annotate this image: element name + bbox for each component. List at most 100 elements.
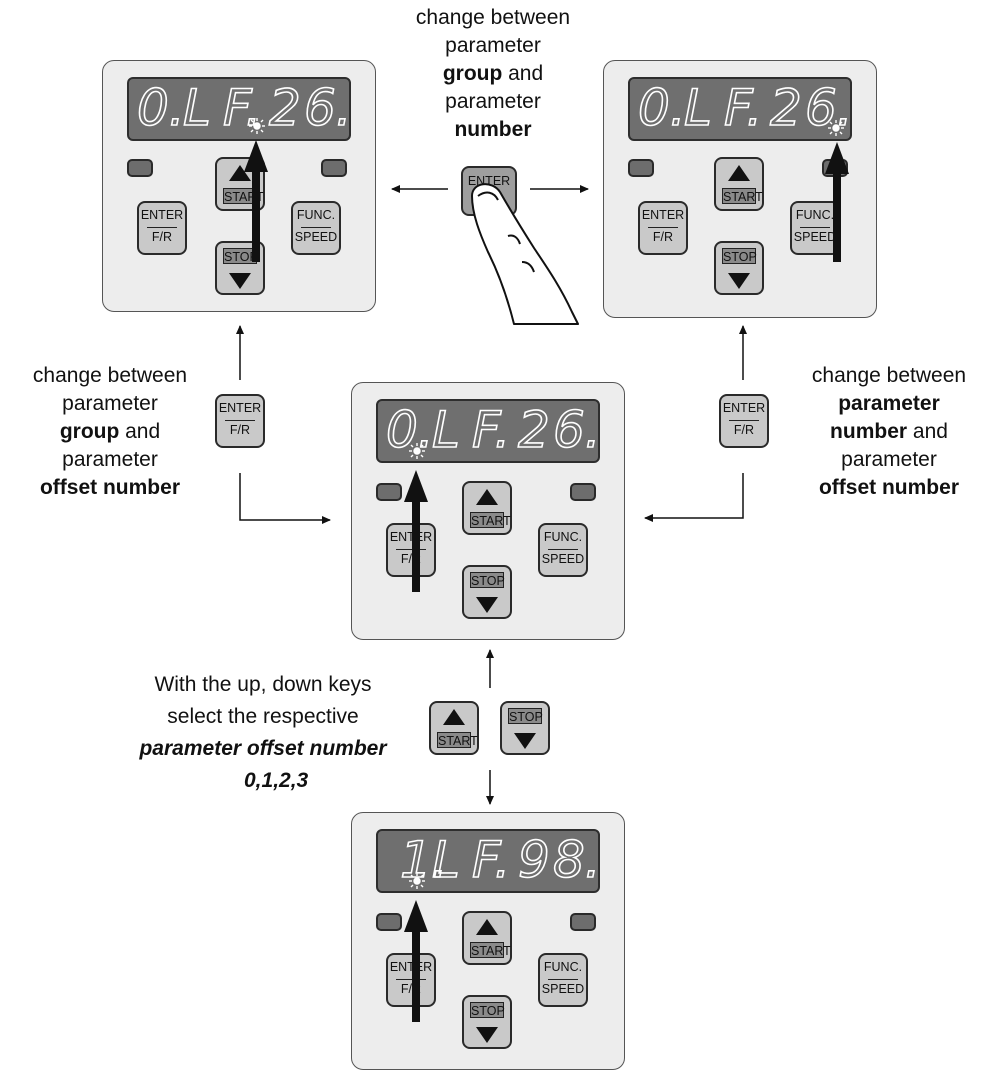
stop-key-label: STOP [722,248,757,264]
start-up-key[interactable]: START [714,157,764,211]
func-speed-key[interactable]: FUNC. SPEED [538,523,588,577]
display-digit: F. [471,401,511,459]
display-digit: 8. [552,831,601,889]
blink-sun-icon [409,443,425,459]
func-key-label: FUNC. [795,208,835,222]
func-key-label: FUNC. [543,960,583,974]
fr-key-label: F/R [652,230,674,244]
start-key-label: START [437,732,478,748]
led-display: 1. L F. 9 8. [376,829,602,893]
cursor-arrow-bottom [404,900,428,1022]
display-digit: L [431,831,460,889]
display-digit: 0. [136,79,185,137]
status-led-right [321,159,347,177]
finger-icon [471,183,579,325]
enter-key-label: ENTER [389,530,433,544]
display-digit: L [182,79,211,137]
start-key-label: START [722,188,763,204]
display-digit: L [683,79,712,137]
up-arrow-icon [476,919,498,935]
cursor-arrow-middle [404,470,428,592]
stop-key-label: STOP [508,708,543,724]
enter-fr-key[interactable]: ENTER F/R [638,201,688,255]
stop-down-key[interactable]: STOP [462,565,512,619]
blink-sun-icon [409,873,425,889]
led-display: 0. L F. 2 6. [628,77,854,141]
display-digit: 0. [637,79,686,137]
label-group-offset: change between parameter group and param… [32,364,188,499]
down-arrow-icon [476,1027,498,1043]
enter-key-label: ENTER [641,208,685,222]
enter-fr-key[interactable]: ENTER F/R [386,953,436,1007]
speed-key-label: SPEED [294,230,338,244]
func-key-label: FUNC. [543,530,583,544]
arrow-left-to-middle-panel [239,473,331,524]
up-arrow-icon [443,709,465,725]
start-key-label: START [470,512,511,528]
stop-key-label: STOP [223,248,258,264]
display-digit: 6. [804,79,853,137]
led-display: 0. L F. 2 6. [376,399,602,463]
blink-sun-icon [828,120,844,136]
label-select-offset: With the up, down keys select the respec… [139,673,387,792]
func-speed-key[interactable]: FUNC. SPEED [790,201,840,255]
down-arrow-icon [229,273,251,289]
down-arrow-icon [476,597,498,613]
down-arrow-icon [728,273,750,289]
label-number-offset: change between parameter number and para… [811,364,967,499]
enter-key-label: ENTER [218,401,262,415]
enter-key-label: ENTER [140,208,184,222]
display-digit: 6. [552,401,601,459]
fr-key-label: F/R [229,423,251,437]
blink-sun-icon [249,118,265,134]
enter-fr-key-left[interactable]: ENTER F/R [215,394,265,448]
label-group-number: change between parameter group and param… [415,6,571,141]
display-digit: L [431,401,460,459]
status-led-right [570,483,596,501]
status-led-left [628,159,654,177]
func-key-label: FUNC. [296,208,336,222]
func-speed-key[interactable]: FUNC. SPEED [538,953,588,1007]
stop-down-key[interactable]: STOP [215,241,265,295]
display-digit: 2 [517,401,550,459]
display-digit: 2 [268,79,301,137]
start-up-key[interactable]: START [462,481,512,535]
status-led-left [127,159,153,177]
display-digit: F. [471,831,511,889]
start-up-key-standalone[interactable]: START [429,701,479,755]
func-speed-key[interactable]: FUNC. SPEED [291,201,341,255]
up-arrow-icon [476,489,498,505]
enter-key-label: ENTER [389,960,433,974]
down-arrow-icon [514,733,536,749]
speed-key-label: SPEED [541,552,585,566]
start-key-label: START [470,942,511,958]
status-led-left [376,913,402,931]
enter-fr-key[interactable]: ENTER F/R [137,201,187,255]
display-digit: 2 [769,79,802,137]
keypad-panel-bottom: 1. L F. 9 8. START ENTER F/R FUNC. SPEED… [351,812,625,1070]
stop-key-label: STOP [470,1002,505,1018]
speed-key-label: SPEED [541,982,585,996]
status-led-left [376,483,402,501]
fr-key-label: F/R [733,423,755,437]
display-digit: F. [723,79,763,137]
display-digit: 6. [303,79,352,137]
stop-down-key[interactable]: STOP [462,995,512,1049]
cursor-arrow-top-right [825,142,849,262]
status-led-right [570,913,596,931]
enter-key-label: ENTER [722,401,766,415]
fr-key-label: F/R [151,230,173,244]
keypad-panel-middle: 0. L F. 2 6. START ENTER F/R FUNC. SPEED… [351,382,625,640]
up-arrow-icon [728,165,750,181]
enter-fr-key-right[interactable]: ENTER F/R [719,394,769,448]
display-digit: 1. [399,831,448,889]
start-up-key[interactable]: START [462,911,512,965]
speed-key-label: SPEED [793,230,837,244]
keypad-panel-top-right: 0. L F. 2 6. START ENTER F/R FUNC. SPEED… [603,60,877,318]
arrow-right-to-middle-panel [644,473,744,522]
stop-down-key-standalone[interactable]: STOP [500,701,550,755]
stop-down-key[interactable]: STOP [714,241,764,295]
cursor-arrow-top-left [244,140,268,262]
stop-key-label: STOP [470,572,505,588]
